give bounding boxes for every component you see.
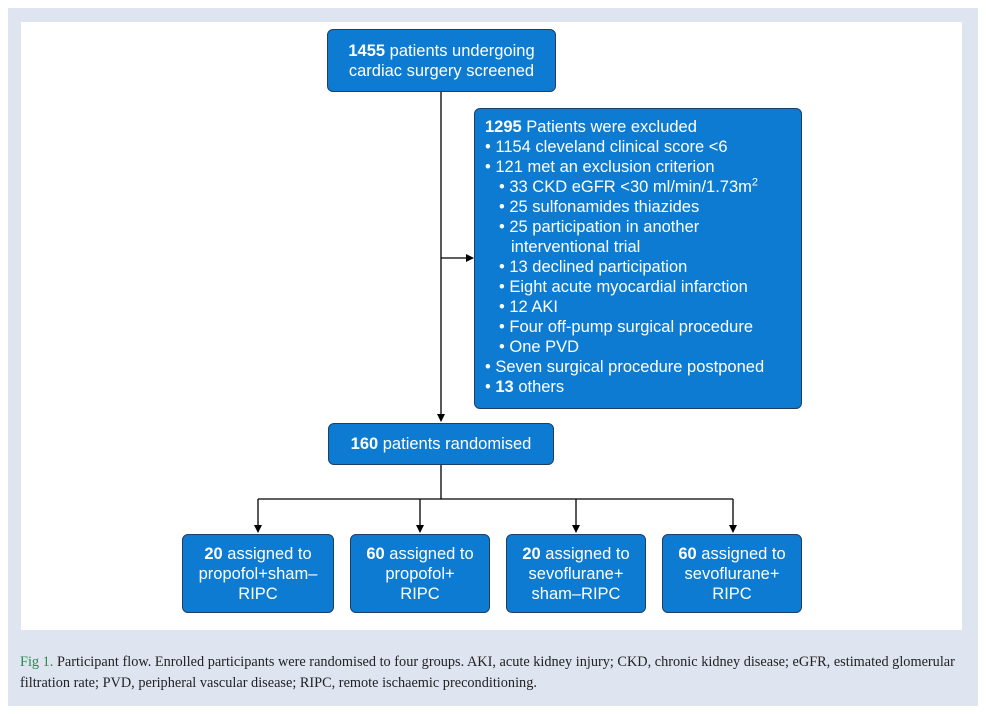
excluded-subitem: • 12 AKI [499, 298, 558, 316]
excluded-item: • 121 met an exclusion criterion [485, 158, 715, 176]
excluded-subitem: • 25 sulfonamides thiazides [499, 198, 700, 216]
excluded-item: • 13 others [485, 378, 565, 396]
caption-text: Participant flow. Enrolled participants … [20, 654, 955, 691]
excluded-subitem-continuation: interventional trial [511, 238, 641, 256]
excluded-subitem: • 33 CKD eGFR <30 ml/min/1.73m2 [499, 176, 759, 196]
screening-line-1: 1455 patients undergoing [348, 41, 535, 60]
screening-line-2: cardiac surgery screened [348, 61, 535, 80]
figure-caption: Fig 1. Participant flow. Enrolled partic… [20, 652, 970, 694]
excluded-subitem: • 13 declined participation [499, 258, 688, 276]
excluded-subitem: • 25 participation in another [499, 218, 700, 236]
caption-label: Fig 1. [20, 654, 54, 670]
group-1-line-1: 20 assigned to [204, 544, 312, 563]
excluded-item: • Seven surgical procedure postponed [485, 358, 765, 376]
randomised-label: 160 patients randomised [350, 435, 532, 453]
group-2-line-3: RIPC [400, 584, 440, 603]
group-3-line-3: sham–RIPC [531, 584, 621, 603]
group-3-line-2: sevoflurane+ [528, 564, 624, 583]
group-4-line-2: sevoflurane+ [684, 564, 780, 583]
group-1-line-3: RIPC [238, 584, 278, 603]
screening-box: 1455 patients undergoing cardiac surgery… [327, 29, 556, 92]
group-4-line-1: 60 assigned to [678, 544, 786, 563]
group-2-line-1: 60 assigned to [366, 544, 474, 563]
group-3-line-1: 20 assigned to [522, 544, 630, 563]
excluded-subitem: • Four off-pump surgical procedure [499, 318, 754, 336]
excluded-item: • 1154 cleveland clinical score <6 [485, 138, 728, 156]
group-4-line-3: RIPC [712, 584, 752, 603]
excluded-subitem: • Eight acute myocardial infarction [499, 278, 748, 296]
excluded-box: 1295 Patients were excluded • 1154 cleve… [474, 108, 802, 409]
group-2-line-2: propofol+ [385, 564, 455, 583]
group-box-1: 20 assigned to propofol+sham– RIPC [182, 534, 334, 613]
group-box-3: 20 assigned to sevoflurane+ sham–RIPC [506, 534, 646, 613]
randomised-box: 160 patients randomised [328, 423, 554, 465]
group-box-2: 60 assigned to propofol+ RIPC [350, 534, 490, 613]
excluded-title: 1295 Patients were excluded [485, 118, 697, 136]
excluded-subitem: • One PVD [499, 338, 580, 356]
group-box-4: 60 assigned to sevoflurane+ RIPC [662, 534, 802, 613]
group-1-line-2: propofol+sham– [198, 564, 318, 583]
